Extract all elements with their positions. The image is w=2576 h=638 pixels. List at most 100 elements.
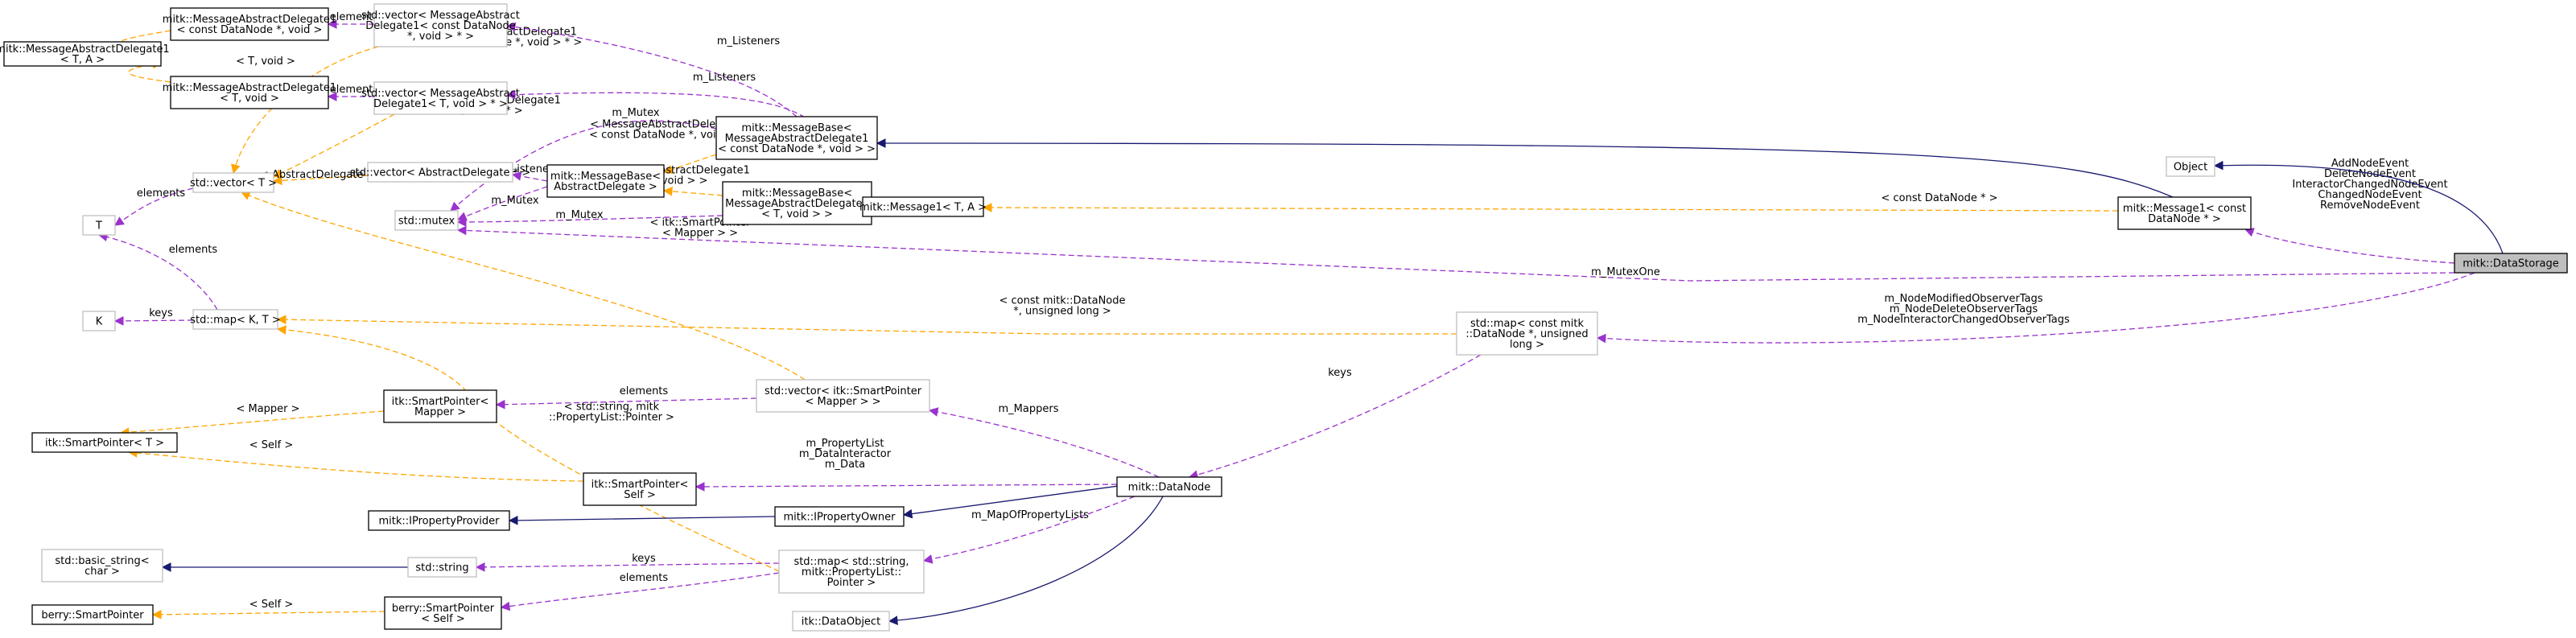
class-node-isp-T[interactable]: itk::SmartPointer< T > (31, 432, 178, 453)
mb-ad-mutex-edge: m_Mutex (456, 186, 548, 221)
class-name-line: ::DataNode *, unsigned (1465, 328, 1588, 340)
edge-label-line: elements (169, 244, 218, 256)
edge-label-line: m_Mappers (999, 403, 1059, 415)
edge-label-line: keys (149, 307, 173, 319)
class-node-mb-ad[interactable]: mitk::MessageBase<AbstractDelegate > (546, 164, 665, 198)
class-node-datanode[interactable]: mitk::DataNode (1116, 476, 1222, 497)
class-name: mitk::IPropertyProvider (378, 516, 500, 528)
class-node-K[interactable]: K (82, 311, 116, 331)
class-name-line: mitk::IPropertyProvider (378, 516, 500, 528)
edge-label: < T, void > (236, 56, 295, 68)
edge-line (662, 154, 717, 175)
edge-label-line: < MessageAbstractDelegate1 (590, 119, 746, 131)
class-name: mitk::DataStorage (2463, 258, 2559, 270)
class-node-berry-sp[interactable]: berry::SmartPointer (31, 604, 154, 625)
class-name-line: std::map< std::string, (793, 556, 909, 568)
edge-label-line: < const DataNode * > (1882, 192, 1998, 204)
class-box (792, 611, 890, 632)
class-node-itk-dataobject[interactable]: itk::DataObject (792, 611, 890, 632)
class-name-line: std::vector< MessageAbstract (361, 88, 520, 100)
class-node-mb-T[interactable]: mitk::MessageBase<MessageAbstractDelegat… (722, 181, 872, 225)
vec-T-from-ad-edge: < AbstractDelegate * > (260, 169, 384, 186)
class-name-line: itk::SmartPointer< (591, 479, 689, 491)
str-keys-edge: keys (475, 553, 780, 572)
class-name-line: itk::DataObject (802, 616, 880, 628)
class-node-mutex[interactable]: std::mutex (394, 210, 459, 231)
class-node-isp-mapper[interactable]: itk::SmartPointer<Mapper > (383, 389, 497, 423)
class-name-line: std::map< const mitk (1470, 318, 1585, 330)
class-node-mad1-cdn[interactable]: mitk::MessageAbstractDelegate1< const Da… (163, 7, 336, 41)
class-name-line: < Mapper > > (805, 396, 880, 408)
class-node-m1-TA[interactable]: mitk::Message1< T, A > (859, 196, 987, 217)
edge-label-line: m_Listeners (717, 35, 780, 47)
class-name-line: mitk::IPropertyOwner (784, 512, 896, 524)
class-box (3, 41, 162, 67)
class-name: std::basic_string<char > (55, 555, 149, 578)
edge-label: m_Listeners (717, 35, 780, 47)
edge-label: m_Mappers (999, 403, 1059, 415)
edge-label: m_Mutex (612, 107, 659, 119)
edge-label-line: elements (620, 385, 669, 397)
edge-label-line: < T, void > (236, 56, 295, 68)
class-node-object[interactable]: Object (2166, 156, 2215, 177)
class-node-ipropprovider[interactable]: mitk::IPropertyProvider (368, 510, 510, 531)
edge-label: keys (149, 307, 173, 319)
class-node-vec-ad[interactable]: std::vector< AbstractDelegate * > (350, 162, 530, 183)
class-name-line: mitk::MessageAbstractDelegate1 (163, 82, 336, 94)
class-box (862, 196, 984, 217)
class-box (2454, 253, 2568, 274)
class-node-map-cdn[interactable]: std::map< const mitk::DataNode *, unsign… (1456, 311, 1598, 356)
ds-mutex-edge: m_MutexOne (456, 225, 2455, 282)
edge-line (511, 171, 548, 182)
class-name-line: mitk::MessageBase< (741, 122, 851, 134)
edge-line (119, 410, 385, 437)
class-box (1456, 311, 1598, 356)
class-box (368, 510, 510, 531)
class-box (722, 181, 872, 225)
class-node-isp-self[interactable]: itk::SmartPointer<Self > (583, 472, 697, 506)
class-node-datastorage[interactable]: mitk::DataStorage (2454, 253, 2568, 274)
class-node-mad1-T[interactable]: mitk::MessageAbstractDelegate1< T, void … (163, 76, 336, 109)
edge-label-line: ::PropertyList::Pointer > (549, 412, 674, 424)
edge-line (662, 187, 723, 196)
class-name: itk::SmartPointer<Self > (591, 479, 689, 501)
class-name-line: Delegate1< T, void > * > (373, 98, 508, 110)
vec-cdn-listeners-edge: m_Listeners (505, 22, 798, 117)
edge-label-line: m_Mutex (491, 195, 538, 207)
edge-label-line: < const DataNode *, void > > (589, 130, 747, 142)
edge-label: keys (632, 553, 656, 565)
edge-line (127, 448, 584, 482)
class-node-berry-sp-self[interactable]: berry::SmartPointer< Self > (384, 596, 502, 630)
class-node-mad1-TA[interactable]: mitk::MessageAbstractDelegate1< T, A > (0, 41, 170, 67)
class-name-line: berry::SmartPointer (41, 610, 144, 622)
edge-line (982, 203, 2119, 212)
class-node-mb-cdn[interactable]: mitk::MessageBase<MessageAbstractDelegat… (715, 116, 878, 160)
edge-line (113, 316, 194, 326)
class-name: mitk::MessageAbstractDelegate1< T, A > (0, 43, 170, 66)
edge-label-line: DeleteNodeEvent (2324, 168, 2416, 180)
class-node-basic-string[interactable]: std::basic_string<char > (41, 549, 163, 582)
class-name-line: Object (2174, 162, 2207, 174)
class-node-T[interactable]: T (82, 215, 116, 236)
class-node-map-str[interactable]: std::map< std::string,mitk::PropertyList… (778, 550, 925, 594)
edge-label-line: elements (137, 187, 186, 200)
class-node-ipropowner[interactable]: mitk::IPropertyOwner (774, 506, 905, 527)
isp-T-from-self-edge: < Self > (127, 439, 584, 482)
edge-line (151, 610, 385, 619)
class-box (31, 604, 154, 625)
edge-line (505, 89, 806, 118)
edge-label: < const mitk::DataNode*, unsigned long > (999, 295, 1126, 318)
inheritance-edge (876, 138, 2174, 198)
class-node-string[interactable]: std::string (407, 557, 477, 578)
edge-line (272, 175, 369, 186)
edge-label-line: m_MutexOne (1591, 266, 1660, 278)
vec-T-listeners-edge: m_Listeners (505, 72, 806, 118)
class-node-map-KT[interactable]: std::map< K, T > (190, 309, 281, 330)
class-node-vec-T[interactable]: std::vector< T > (190, 172, 277, 193)
class-node-vec-isp-mapper[interactable]: std::vector< itk::SmartPointer< Mapper >… (756, 379, 930, 413)
